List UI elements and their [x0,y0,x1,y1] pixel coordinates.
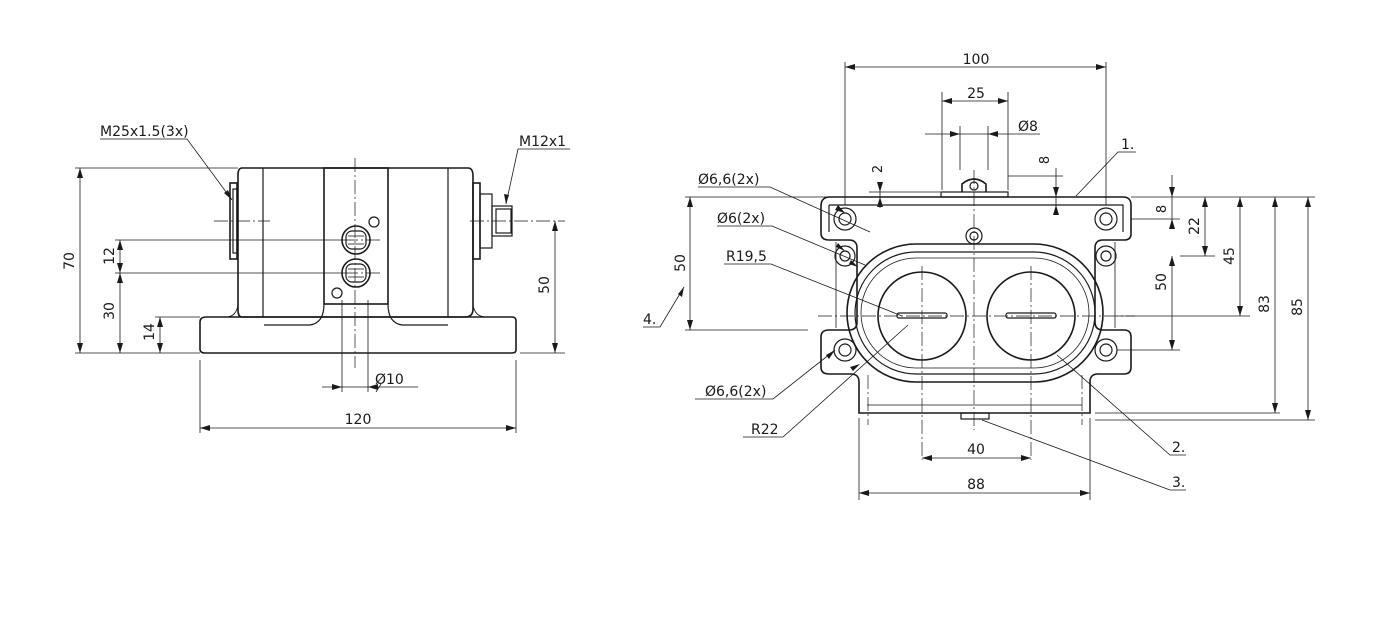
front-dim-45: 45 [1222,247,1238,265]
front-hole-66-bottom: Ø6,6(2x) [705,384,766,400]
front-dim-40: 40 [967,442,985,458]
side-thread-small-label: M12x1 [519,134,566,150]
side-ports [331,216,380,299]
front-bottom-connector [960,412,990,420]
front-dim-d8: Ø8 [1018,119,1038,135]
front-top-actuator [940,178,1009,198]
side-body [237,167,474,318]
front-dim-88: 88 [967,477,985,493]
front-dim-22: 22 [1187,217,1203,235]
front-hole-6: Ø6(2x) [717,211,765,227]
front-dim-85: 85 [1290,298,1306,316]
front-callout-2: 2. [1172,440,1185,456]
side-dim-12: 12 [102,247,118,265]
side-thread-large-label: M25x1.5(3x) [100,124,189,140]
front-view: 100 25 Ø8 2 8 Ø6,6(2x) Ø6(2x) R19,5 50 8… [643,52,1315,500]
front-callout-3: 3. [1172,475,1185,491]
front-radius-195: R19,5 [726,249,767,265]
front-dim-50-right: 50 [1154,273,1170,291]
side-dim-diameter: Ø10 [375,372,404,388]
front-dim-25: 25 [967,86,985,102]
side-view: M25x1.5(3x) M12x1 70 12 30 14 50 Ø10 120 [62,124,570,433]
front-dim-2: 2 [871,165,886,173]
front-mounting-holes [833,207,1118,362]
front-callout-1: 1. [1121,137,1134,153]
front-dim-8-right: 8 [1155,205,1170,213]
side-dim-14: 14 [142,323,158,341]
side-base-plate [199,316,517,354]
front-housing [820,196,1132,414]
front-hole-66-top: Ø6,6(2x) [698,172,759,188]
side-dim-width: 120 [345,412,372,428]
front-dim-83: 83 [1257,295,1273,313]
front-oval-outer [846,243,1104,383]
side-dim-30: 30 [102,302,118,320]
front-dim-50-left: 50 [673,254,689,272]
front-dim-8-top: 8 [1038,156,1053,164]
side-dim-50: 50 [537,276,553,294]
side-dim-height: 70 [62,252,78,270]
side-center-block [323,167,389,305]
front-callout-4: 4. [643,312,656,328]
front-radius-22: R22 [751,422,779,438]
front-dim-100: 100 [963,52,990,68]
